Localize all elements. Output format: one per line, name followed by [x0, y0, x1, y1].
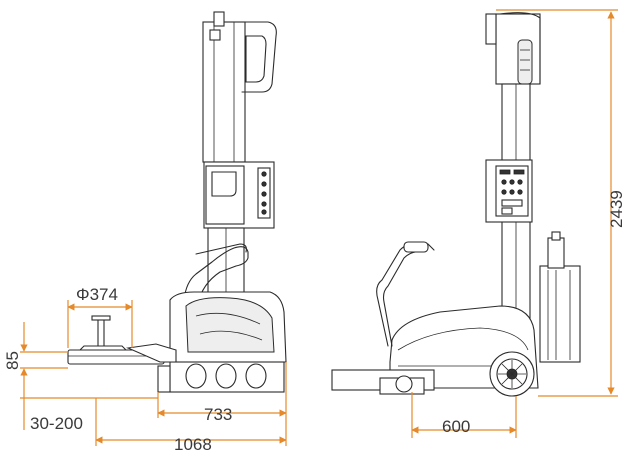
front-view-dimensions — [20, 300, 287, 446]
dimension-length-600: 600 — [442, 417, 470, 436]
dimension-diameter: Φ374 — [76, 285, 118, 304]
side-view-dimensions — [411, 9, 618, 438]
dimension-height-85: 85 — [3, 351, 22, 370]
dimension-length-733: 733 — [204, 405, 232, 424]
front-view-machine — [67, 11, 287, 393]
dimension-range: 30-200 — [30, 414, 83, 433]
side-view-machine — [331, 12, 581, 397]
dimension-length-1068: 1068 — [174, 435, 212, 453]
dimension-height-2439: 2439 — [607, 190, 622, 228]
